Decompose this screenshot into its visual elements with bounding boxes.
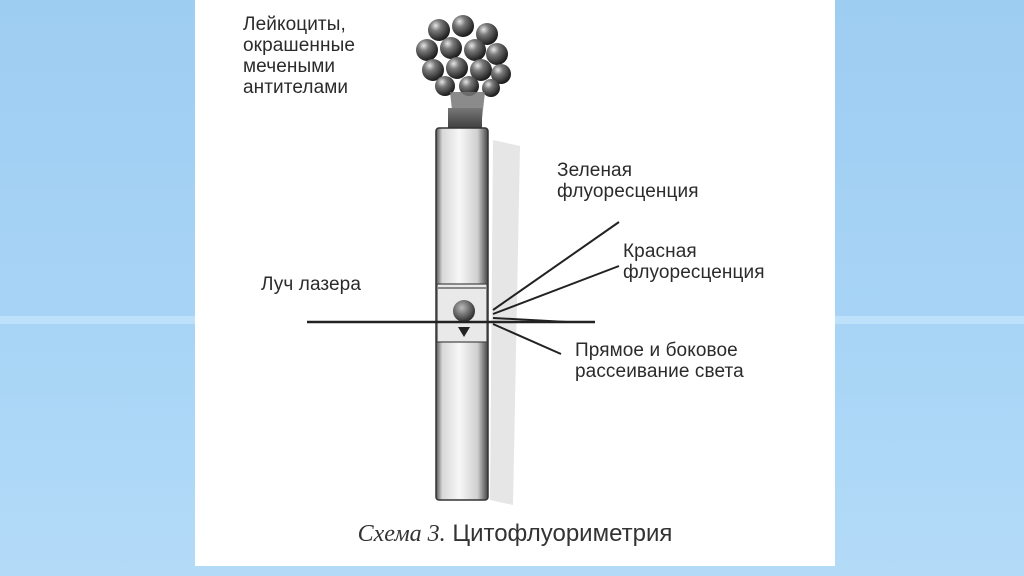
side-scatter-ray	[492, 323, 562, 355]
right-slide-band	[835, 316, 1024, 324]
leukocytes-label: Лейкоциты, окрашенные мечеными антителам…	[243, 14, 356, 98]
cell-in-beam	[453, 300, 475, 322]
flow-direction-icon	[458, 327, 470, 337]
red-fluorescence-ray	[492, 265, 620, 315]
cytometer-scheme	[307, 15, 620, 505]
green-fluorescence-label: Зеленая флуоресценция	[557, 160, 699, 202]
green-fluorescence-ray	[492, 221, 620, 311]
left-slide-band	[0, 316, 195, 324]
laser-beam-label: Луч лазера	[261, 274, 361, 295]
scheme-number: Схема 3.	[357, 521, 446, 547]
figure-caption: Схема 3. Цитофлуориметрия	[195, 520, 835, 548]
red-fluorescence-label: Красная флуоресценция	[623, 241, 765, 283]
leukocyte-cluster	[416, 15, 511, 97]
scheme-title: Цитофлуориметрия	[452, 520, 673, 547]
diagram-panel: Лейкоциты, окрашенные мечеными антителам…	[195, 0, 835, 566]
forward-scatter-ray	[492, 317, 568, 323]
tube-nozzle	[448, 108, 482, 130]
scatter-label: Прямое и боковое рассеивание света	[575, 340, 744, 382]
